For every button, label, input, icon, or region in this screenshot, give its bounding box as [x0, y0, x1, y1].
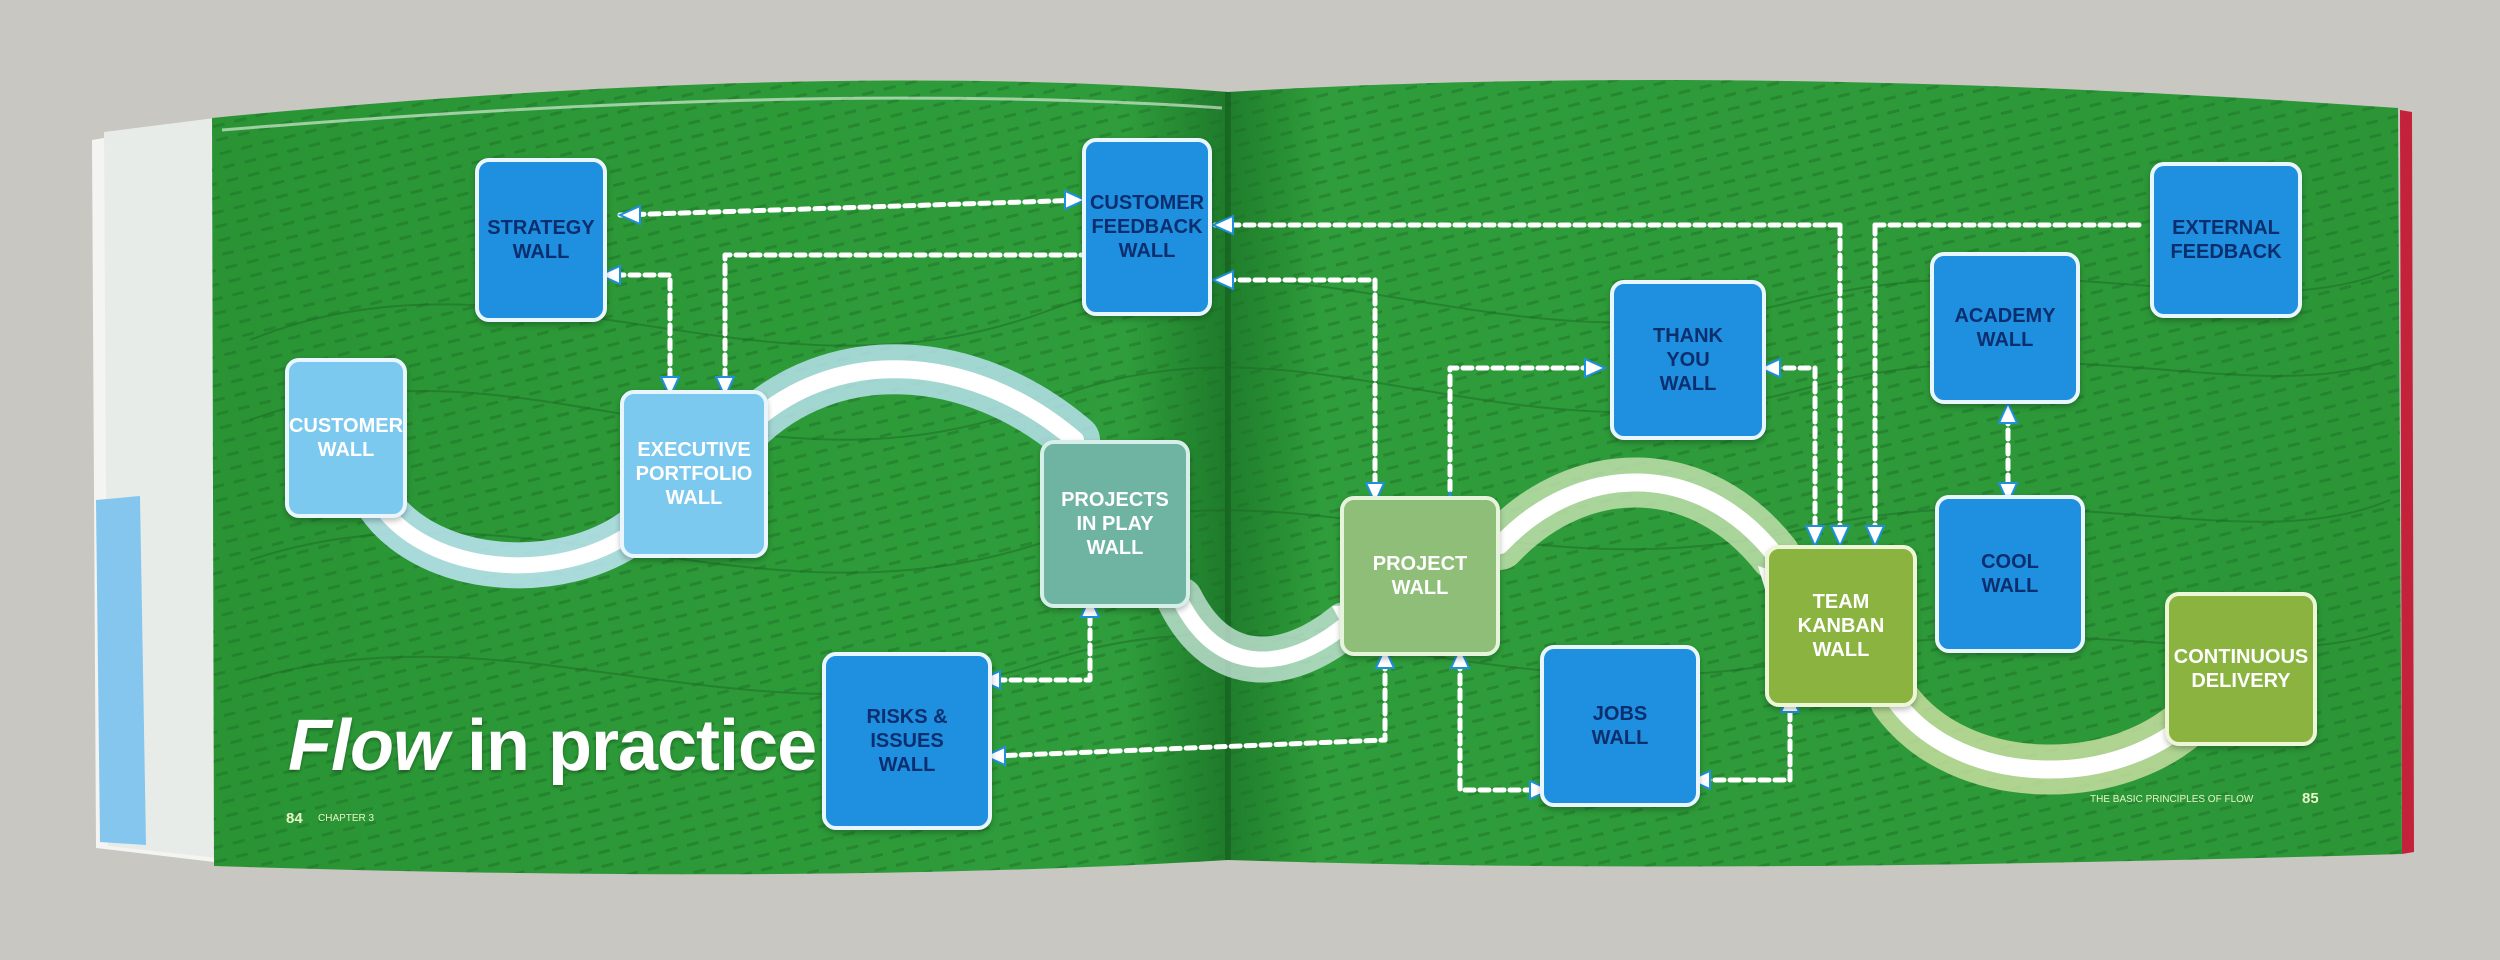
thank-you-wall-node: THANK YOU WALL: [1610, 280, 1766, 440]
left-chapter-label: CHAPTER 3: [318, 813, 375, 824]
right-page-number: 85: [2302, 790, 2319, 807]
cool-wall-node: COOL WALL: [1935, 495, 2085, 653]
title-rest: in practice: [447, 706, 817, 786]
external-feedback-node: EXTERNAL FEEDBACK: [2150, 162, 2302, 318]
right-running-head: THE BASIC PRINCIPLES OF FLOW: [2090, 794, 2254, 805]
projects-in-play-wall-node: PROJECTS IN PLAY WALL: [1040, 440, 1190, 608]
title-emphasis: Flow: [288, 706, 449, 786]
executive-portfolio-wall-node: EXECUTIVE PORTFOLIO WALL: [620, 390, 768, 558]
project-wall-node: PROJECT WALL: [1340, 496, 1500, 656]
academy-wall-node: ACADEMY WALL: [1930, 252, 2080, 404]
connector-arrows: [597, 197, 2148, 793]
team-kanban-wall-node: TEAM KANBAN WALL: [1765, 545, 1917, 707]
customer-feedback-wall-node: CUSTOMER FEEDBACK WALL: [1082, 138, 1212, 316]
customer-wall-node: CUSTOMER WALL: [285, 358, 407, 518]
left-page-number: 84: [286, 810, 303, 827]
risks-issues-wall-node: RISKS & ISSUES WALL: [822, 652, 992, 830]
continuous-delivery-node: CONTINUOUS DELIVERY: [2165, 592, 2317, 746]
page-edges: [92, 110, 2414, 862]
jobs-wall-node: JOBS WALL: [1540, 645, 1700, 807]
page-title: Flow in practice: [288, 705, 817, 787]
flow-arrows: [357, 344, 2220, 795]
strategy-wall-node: STRATEGY WALL: [475, 158, 607, 322]
